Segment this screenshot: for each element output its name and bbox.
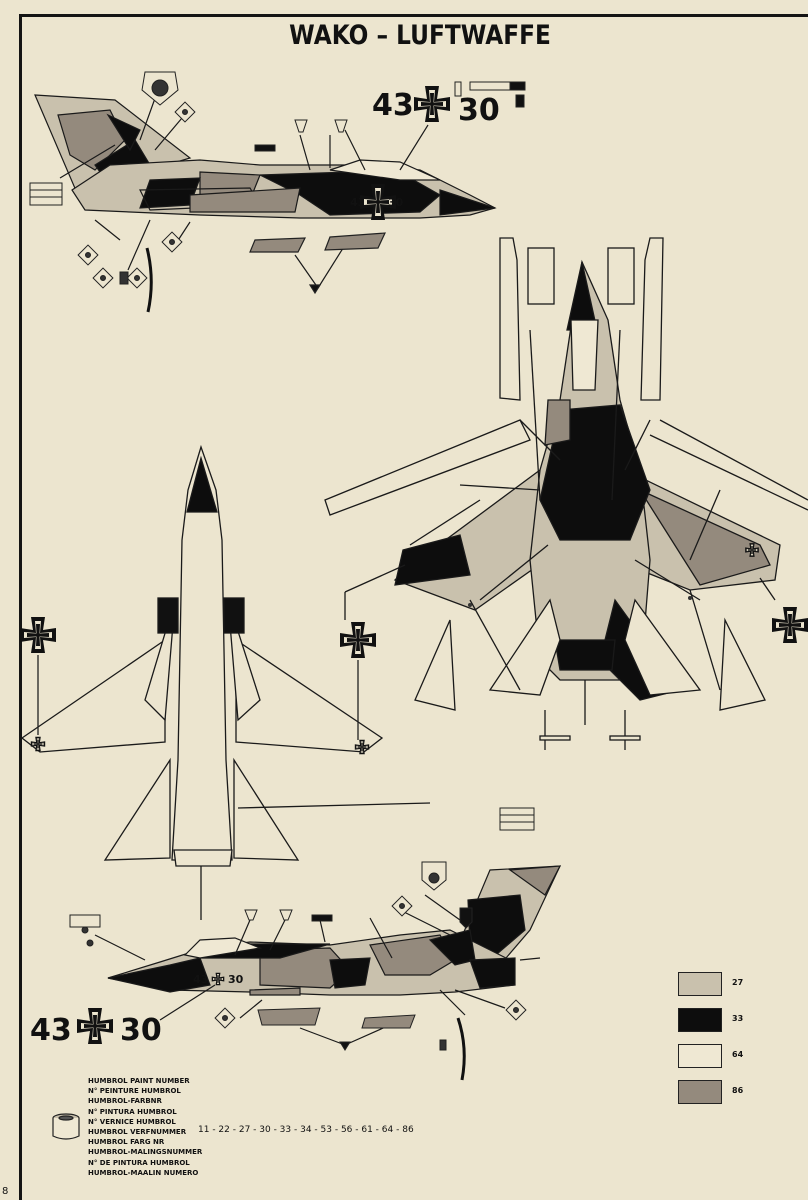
paint-label: N° PINTURA HUMBROL [88,1107,177,1116]
swatch-label-33: 33 [732,1014,744,1023]
paint-label: HUMBROL VERFNUMMER [88,1128,187,1137]
swatch-33 [678,1008,722,1032]
registration-bottom: 43 30 43 30 [30,972,244,1048]
side-view-bottom [94,865,562,1046]
underside-view [324,237,808,750]
paint-label: HUMBROL FARG NR [88,1138,165,1147]
swatch-label-64: 64 [732,1050,744,1059]
registration-left-top: 43 [372,88,414,123]
paint-label: HUMBROL-FARBNR [88,1097,162,1106]
paint-number-list: 11 - 22 - 27 - 30 - 33 - 34 - 53 - 56 - … [198,1125,414,1135]
svg-text:30: 30 [228,973,244,986]
paint-label-list: HUMBROL PAINT NUMBER N° PEINTURE HUMBROL… [88,1076,202,1178]
registration-left-bottom: 43 [30,1013,72,1048]
paint-label: HUMBROL-MAALIN NUMERO [88,1168,199,1177]
swatch-86 [678,1080,722,1104]
svg-text:30: 30 [388,196,404,209]
paint-tin-icon [52,1113,80,1140]
underside-markings [468,543,808,643]
page-number: 8 [2,1186,9,1197]
svg-text:43: 43 [193,973,208,986]
paint-label: HUMBROL PAINT NUMBER [88,1077,190,1085]
swatch-label-27: 27 [732,978,744,987]
swatch-64 [678,1044,722,1068]
sheet-border [19,14,808,1200]
page-title: WAKO – LUFTWAFFE [289,20,551,51]
decals-top [29,71,526,313]
paint-label: HUMBROL-MALINGSNUMMER [88,1148,203,1157]
paint-label: N° DE PINTURA HUMBROL [88,1158,190,1167]
plan-view-markings [20,617,535,831]
swatch-label-86: 86 [732,1086,744,1095]
paint-label: N° VERNICE HUMBROL [88,1117,176,1126]
iron-cross-icon [414,86,450,122]
decals-bottom [69,861,527,1081]
swatch-27 [678,972,722,996]
registration-top: 43 30 43 30 [350,86,500,220]
registration-right-top: 30 [458,93,500,128]
registration-right-bottom: 30 [120,1013,162,1048]
top-plan-view [20,444,431,920]
paint-label: N° PEINTURE HUMBROL [88,1087,181,1096]
